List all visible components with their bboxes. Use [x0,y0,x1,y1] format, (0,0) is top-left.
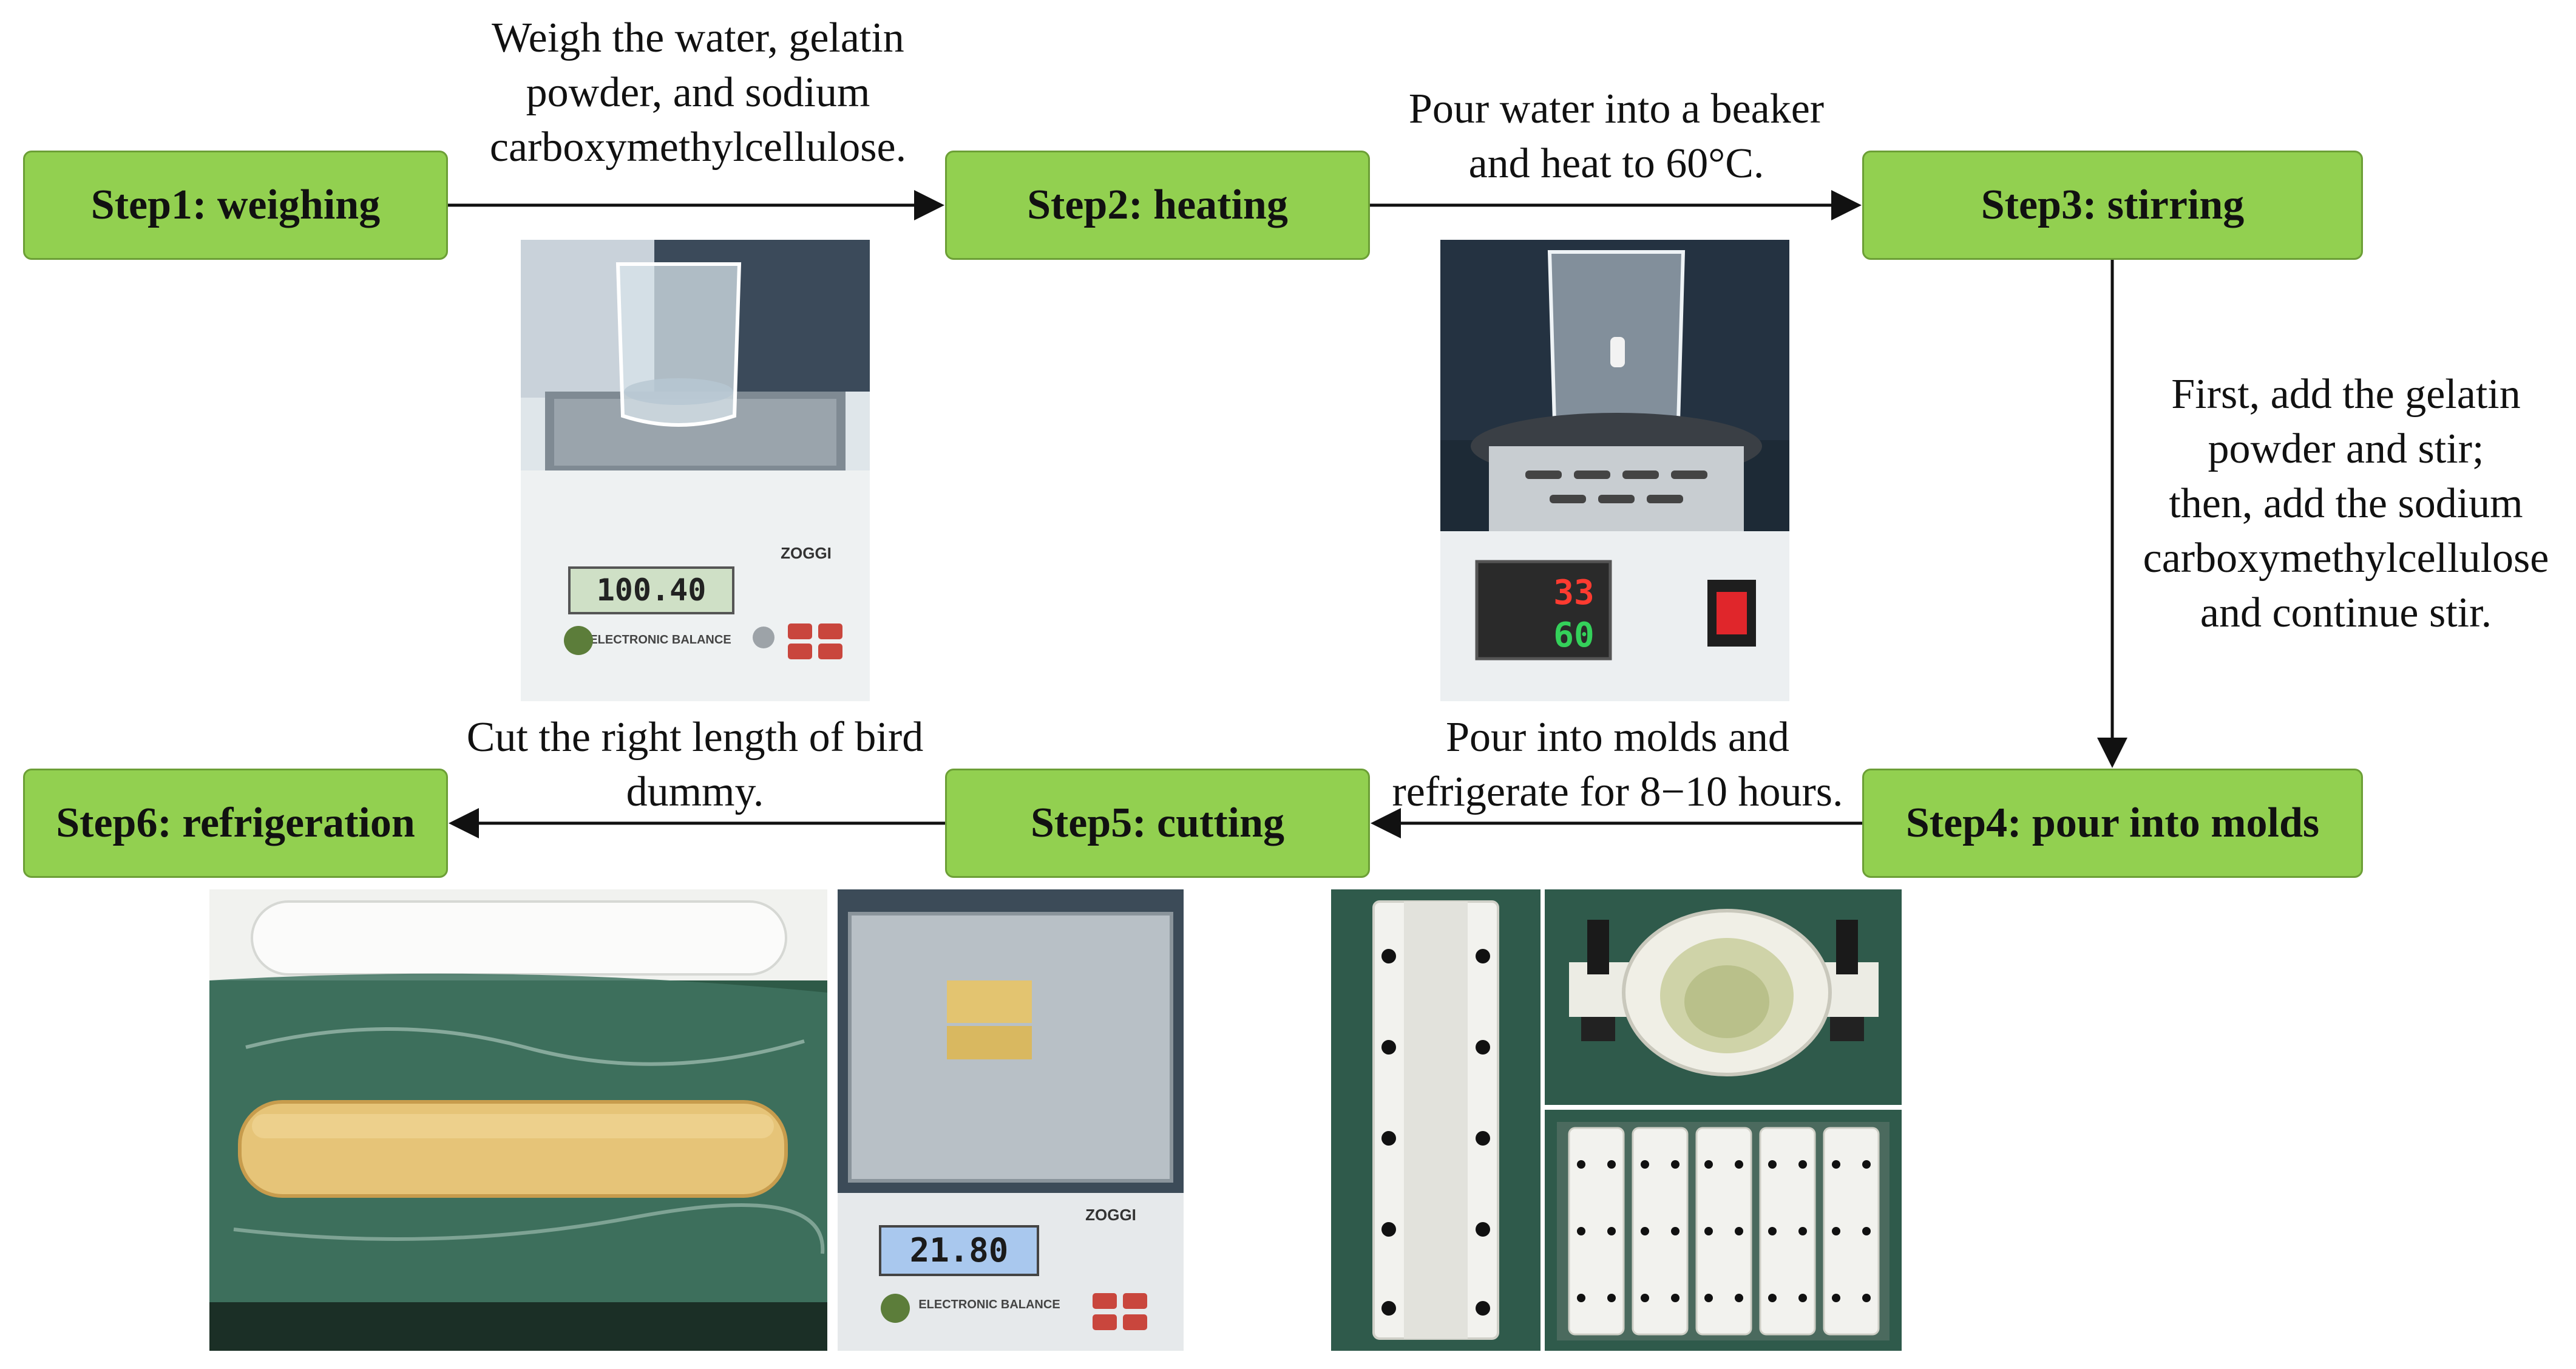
photo-long-mold [1331,889,1541,1351]
photo-mold-set [1545,1110,1902,1351]
note-stir: First, add the gelatin powder and stir; … [2118,367,2574,640]
photo-heating-plate: 33 60 [1440,240,1789,701]
note-weigh-line: carboxymethylcellulose. [489,124,907,171]
step-cutting-box: Step5: cutting [945,769,1370,878]
scale-readout-text: 21.80 [910,1231,1009,1269]
step-stirring-box: Step3: stirring [1862,151,2363,260]
scale-brand-text: ZOGGI [1085,1206,1136,1224]
note-cut-line: Cut the right length of bird [466,714,924,761]
note-stir-line: powder and stir; [2208,426,2484,472]
heater-bottom-readout: 60 [1553,616,1594,655]
note-heat-line: Pour water into a beaker [1408,86,1825,132]
note-mold-line: Pour into molds and [1446,714,1789,761]
note-cut-line: dummy. [626,769,764,815]
note-weigh-line: powder, and sodium [526,69,870,116]
step-weighing-box: Step1: weighing [23,151,448,260]
photo-weighing-scale: 100.40 ZOGGI ELECTRONIC BALANCE [521,240,870,701]
scale-brand-text: ZOGGI [781,544,832,562]
step-refrigeration-box: Step6: refrigeration [23,769,448,878]
note-mold-line: refrigerate for 8−10 hours. [1392,769,1843,815]
photo-round-mold [1545,889,1902,1105]
note-stir-line: First, add the gelatin [2171,371,2521,418]
note-heat-line: and heat to 60°C. [1468,140,1764,187]
note-cut: Cut the right length of bird dummy. [443,710,947,820]
note-heat: Pour water into a beaker and heat to 60°… [1371,82,1862,191]
scale-readout-text: 100.40 [597,572,707,608]
note-weigh: Weigh the water, gelatin powder, and sod… [449,11,947,175]
step-heating-box: Step2: heating [945,151,1370,260]
note-stir-line: carboxymethylcellulose [2143,535,2549,582]
note-weigh-line: Weigh the water, gelatin [492,15,904,61]
note-mold: Pour into molds and refrigerate for 8−10… [1366,710,1869,820]
heater-top-readout: 33 [1553,573,1594,613]
step-pour-into-molds-box: Step4: pour into molds [1862,769,2363,878]
scale-label-text: ELECTRONIC BALANCE [918,1298,1060,1311]
note-stir-line: and continue stir. [2200,589,2492,636]
scale-label-text: ELECTRONIC BALANCE [589,633,731,647]
note-stir-line: then, add the sodium [2169,480,2523,527]
photo-refrigerated-dummy [209,889,827,1351]
photo-cut-pieces-scale: 21.80 ZOGGI ELECTRONIC BALANCE [838,889,1184,1351]
